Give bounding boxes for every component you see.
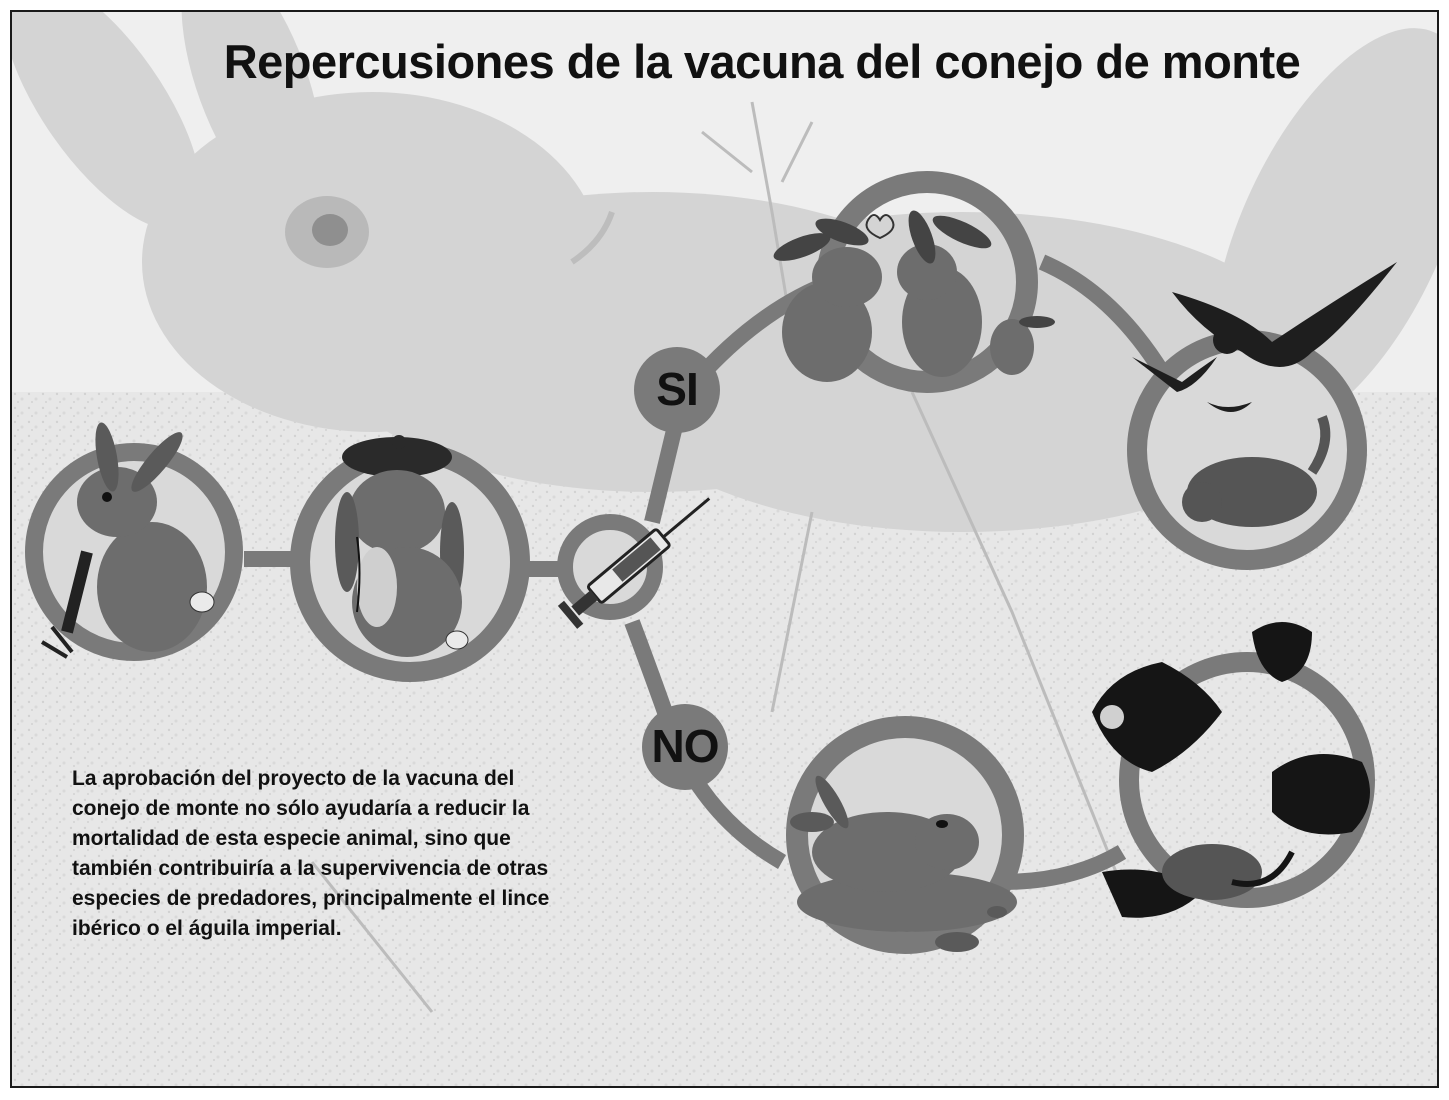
infographic-art (12, 12, 1437, 1086)
infographic-frame: Repercusiones de la vacuna del conejo de… (10, 10, 1439, 1088)
node-predators-starve (1092, 622, 1375, 918)
rabbit-family-icon (773, 210, 1055, 382)
branch-badge-yes (634, 347, 720, 433)
branch-label-no: NO (651, 720, 720, 772)
branch-label-yes: SI (656, 363, 698, 415)
page-title: Repercusiones de la vacuna del conejo de… (223, 35, 1301, 88)
node-healthy-rabbit (25, 422, 243, 661)
rabbit-eating-icon (40, 422, 215, 659)
syringe-icon (557, 497, 711, 629)
node-sick-rabbit (290, 435, 530, 682)
eagle-lynx-icon (1132, 262, 1397, 527)
node-rabbits-thrive (773, 171, 1055, 393)
node-rabbit-dies (786, 716, 1024, 954)
node-predators-thrive (1127, 262, 1397, 570)
branch-badge-no (642, 704, 728, 790)
node-vaccine (557, 497, 711, 629)
sick-rabbit-icon (335, 435, 469, 657)
background-plants (310, 101, 1134, 1013)
caption-text: La aprobación del proyecto de la vacuna … (72, 767, 550, 940)
dead-rabbit-icon (790, 775, 1017, 952)
dying-predators-icon (1092, 622, 1370, 918)
